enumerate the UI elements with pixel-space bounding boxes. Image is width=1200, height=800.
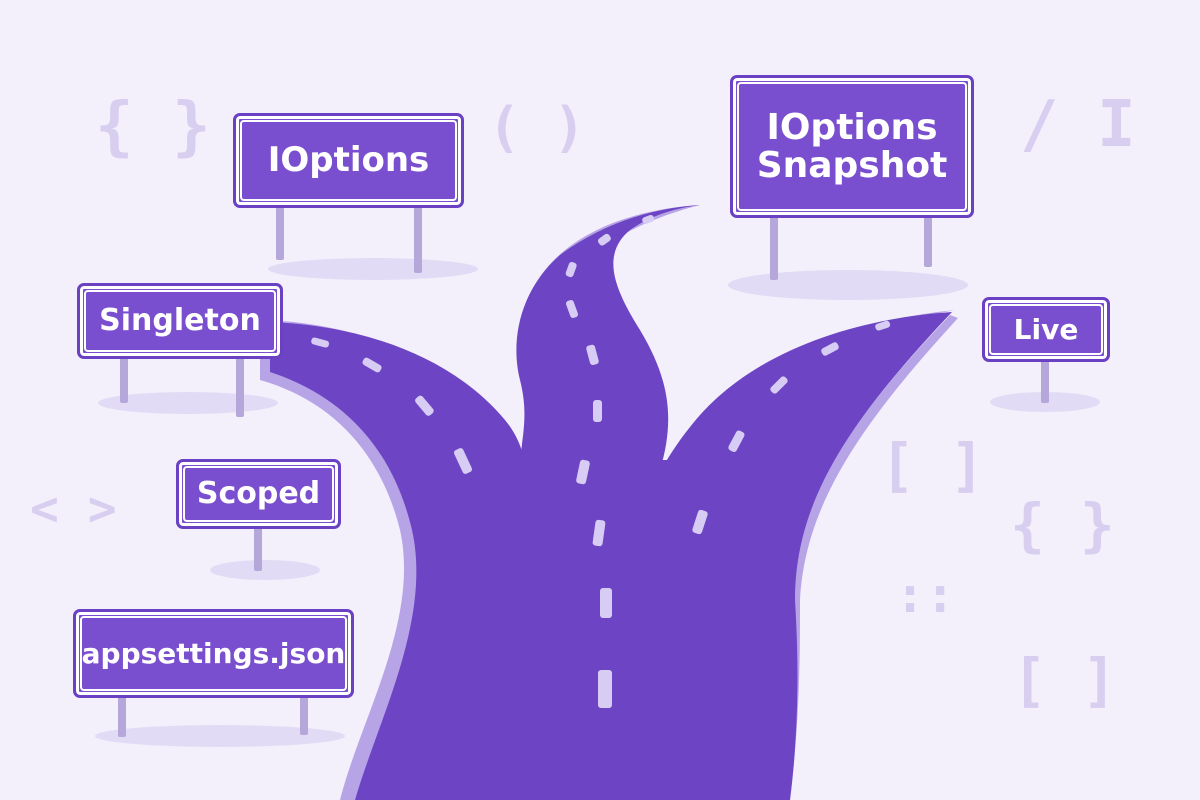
sign-shadow	[98, 392, 278, 414]
sign-live-label: Live	[1013, 312, 1079, 346]
sign-post	[1041, 358, 1049, 403]
sign-scoped: Scoped	[176, 459, 341, 529]
dash	[642, 214, 655, 224]
dash	[566, 300, 578, 318]
sign-ioptions: IOptions	[233, 113, 464, 208]
sign-scoped-label: Scoped	[196, 476, 321, 512]
sign-ioptions-snapshot-line1: IOptions	[766, 106, 938, 148]
dash	[597, 233, 611, 246]
sign-shadow	[728, 270, 968, 300]
sign-post	[120, 355, 128, 403]
decor-colons: ::	[895, 566, 955, 624]
dash	[565, 261, 577, 278]
dash	[692, 509, 708, 535]
sign-post	[414, 205, 422, 273]
sign-post	[300, 695, 308, 735]
decor-angle: < >	[30, 481, 117, 537]
sign-ioptions-snapshot: IOptions Snapshot	[730, 75, 974, 218]
decor-square-right: [ ]	[880, 431, 985, 499]
sign-ioptions-label: IOptions	[267, 139, 430, 180]
sign-shadow	[210, 560, 320, 580]
decor-slash: / I	[1020, 88, 1136, 162]
dash	[576, 459, 590, 485]
decor-curly-top-left: { }	[95, 90, 211, 164]
road-middle	[516, 205, 700, 470]
dash	[593, 400, 602, 422]
road-trunk	[470, 460, 690, 800]
sign-shadow	[95, 725, 345, 747]
sign-shadow	[268, 258, 478, 280]
dash	[821, 342, 839, 356]
dash	[770, 376, 788, 394]
dash	[598, 670, 612, 708]
sign-post	[924, 215, 932, 267]
lane-dashes	[311, 214, 891, 708]
road-left	[270, 322, 529, 800]
decor-curly-right: { }	[1010, 491, 1115, 559]
decor-square-bottom: [ ]	[1012, 646, 1117, 714]
road-edge-right-outer	[780, 315, 958, 800]
sign-singleton-label: Singleton	[99, 303, 261, 339]
sign-post	[118, 695, 126, 737]
dash	[415, 395, 434, 416]
sign-post	[236, 355, 244, 417]
dash	[453, 448, 473, 474]
sign-singleton: Singleton	[77, 283, 283, 359]
sign-post	[770, 215, 778, 280]
dash	[362, 357, 382, 373]
sign-appsettings-label: appsettings.json	[81, 636, 346, 670]
dash	[592, 519, 606, 547]
road-right	[618, 312, 952, 800]
dash	[728, 430, 745, 453]
sign-appsettings: appsettings.json	[73, 609, 354, 698]
dash	[600, 588, 612, 618]
dash	[311, 337, 330, 348]
sign-post	[254, 525, 262, 571]
sign-post	[276, 205, 284, 260]
decor-parens: ( )	[488, 96, 586, 159]
dash	[586, 344, 599, 366]
sign-ioptions-snapshot-line2: Snapshot	[756, 144, 948, 186]
dash	[875, 320, 891, 331]
sign-live: Live	[982, 297, 1110, 362]
